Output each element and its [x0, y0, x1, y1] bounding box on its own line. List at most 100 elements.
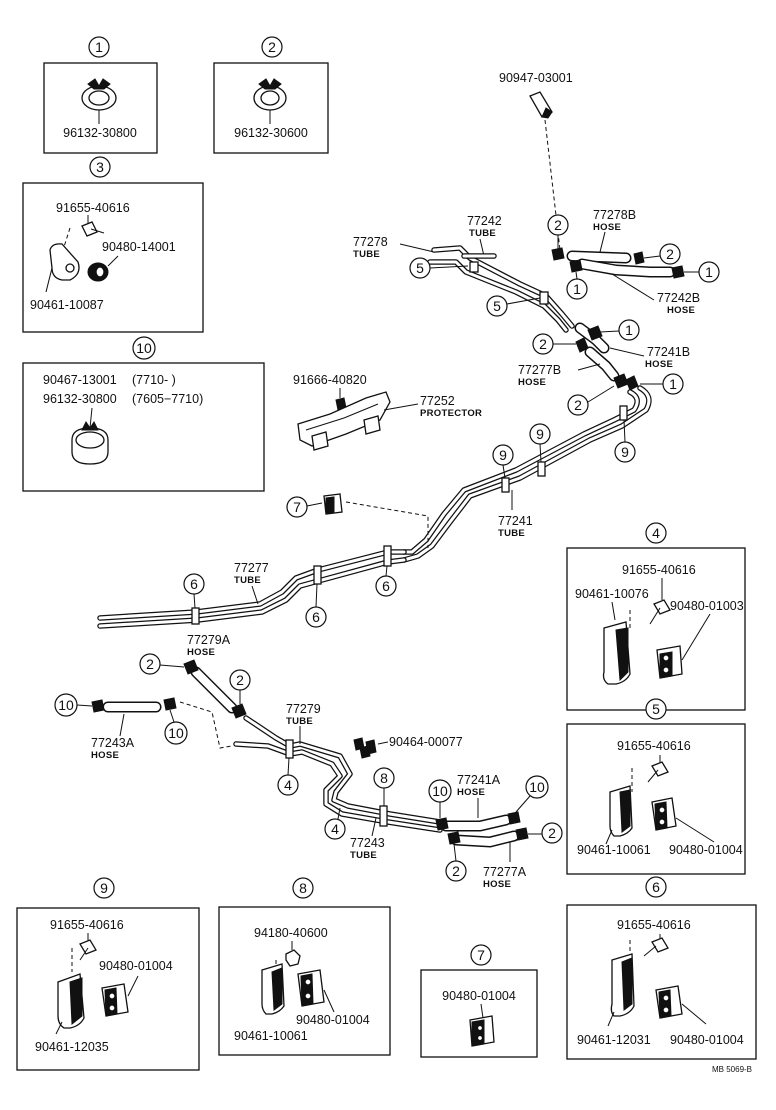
tube-77279 [233, 715, 443, 833]
bolt-part: 91655-40616 [50, 918, 124, 932]
part-77241-type: TUBE [498, 528, 525, 539]
part-77279-type: TUBE [286, 716, 313, 727]
bolt-part: 91655-40616 [622, 563, 696, 577]
clip-range-2: (7605−7710) [132, 392, 203, 406]
cushion-icon [87, 255, 119, 282]
callout-circle [486, 295, 508, 317]
callout-6-a: 6 [382, 578, 390, 594]
hose-77277B [584, 346, 620, 382]
callout-circle [567, 394, 589, 416]
clamp-icon [610, 953, 635, 1017]
bolt-part: 91655-40616 [617, 918, 691, 932]
callout-4-b: 4 [331, 821, 339, 837]
part-77241B-type: HOSE [645, 359, 673, 370]
callout-7: 7 [477, 947, 485, 963]
tube-clip [379, 805, 388, 827]
hose-clip-icon [587, 325, 603, 341]
part-90464-00077: 90464-00077 [389, 735, 463, 749]
callout-circle [618, 319, 640, 341]
detail-box-4: 4 91655-40616 90461-10076 90480-01003 [566, 522, 746, 711]
callout-9-c: 9 [499, 447, 507, 463]
bolt-part: 91655-40616 [617, 739, 691, 753]
part-77278B: 77278B [593, 208, 636, 222]
clamp-icon [49, 243, 80, 281]
callout-9-a: 9 [621, 444, 629, 460]
cushion-icon [469, 1015, 495, 1047]
clip-part-2: 96132-30800 [43, 392, 117, 406]
callout-circle [139, 653, 161, 675]
callout-circle [286, 496, 308, 518]
part-77242-type: TUBE [469, 228, 496, 239]
detail-box-8: 8 94180-40600 90480-01004 90461-10061 [218, 877, 391, 1056]
hose-clip-icon [231, 703, 247, 719]
callout-10-d: 10 [529, 779, 545, 795]
tube-77241 [401, 385, 652, 563]
part-77241A-type: HOSE [457, 787, 485, 798]
callout-10-c: 10 [432, 783, 448, 799]
callout-circle [89, 156, 111, 178]
clip-part-1: 90467-13001 [43, 373, 117, 387]
box-frame [22, 182, 204, 333]
part-77242: 77242 [467, 214, 502, 228]
callout-4: 4 [652, 525, 660, 541]
clamp-part: 90461-10087 [30, 298, 104, 312]
callout-3: 3 [96, 159, 104, 175]
tube-clip [313, 565, 322, 585]
hose-clip-icon [183, 659, 199, 675]
part-77279A: 77279A [187, 633, 231, 647]
callout-circle [93, 877, 115, 899]
bolt-part: 91655-40616 [56, 201, 130, 215]
callout-6: 6 [652, 879, 660, 895]
box-frame [213, 62, 329, 154]
box-frame [16, 907, 200, 1071]
callout-9-b: 9 [536, 426, 544, 442]
part-77242B-type: HOSE [667, 305, 695, 316]
detail-box-3: 3 91655-40616 90480-14001 90461-10087 [22, 156, 204, 333]
callout-1-b: 1 [573, 281, 581, 297]
callout-2-c: 2 [539, 336, 547, 352]
callout-circle [164, 721, 188, 745]
callout-circle [645, 522, 667, 544]
bolt-icon [649, 578, 671, 625]
callout-7-main: 7 [293, 499, 301, 515]
cushion-part: 90480-01004 [670, 1033, 744, 1047]
hose-clip-icon [91, 699, 105, 713]
hose-77278B [566, 250, 632, 264]
hose-clip-icon [575, 337, 589, 353]
part-77277B: 77277B [518, 363, 561, 377]
callout-2-g: 2 [548, 825, 556, 841]
clamp-icon [609, 785, 633, 837]
callout-6-b: 6 [190, 576, 198, 592]
protector-77252 [297, 391, 391, 451]
part-77241A: 77241A [457, 773, 501, 787]
callout-2-d: 2 [574, 397, 582, 413]
part-90947-03001: 90947-03001 [499, 71, 573, 85]
tube-clip [619, 405, 628, 421]
callout-circle [470, 944, 492, 966]
cushion-icon [651, 797, 715, 843]
hose-clip-icon [435, 817, 449, 831]
callout-circle [645, 698, 667, 720]
part-77243A: 77243A [91, 736, 135, 750]
callout-circle [261, 36, 283, 58]
hose-clip-icon [625, 375, 639, 391]
callout-circle [88, 36, 110, 58]
box-frame [566, 723, 746, 875]
part-77278B-type: HOSE [593, 222, 621, 233]
part-number: 96132-30800 [63, 126, 137, 140]
part-77277: 77277 [234, 561, 269, 575]
part-77242B: 77242B [657, 291, 700, 305]
callout-2-h: 2 [452, 863, 460, 879]
hose-clip-icon [253, 78, 287, 124]
tube-clip [191, 607, 200, 625]
bolt-icon [79, 933, 97, 961]
tube-clip [469, 261, 479, 273]
part-77279: 77279 [286, 702, 321, 716]
bolt-icon [643, 934, 669, 957]
callout-1: 1 [95, 39, 103, 55]
part-77277-type: TUBE [234, 575, 261, 586]
part-77243-type: TUBE [350, 850, 377, 861]
callout-5: 5 [652, 701, 660, 717]
callout-10: 10 [136, 340, 152, 356]
